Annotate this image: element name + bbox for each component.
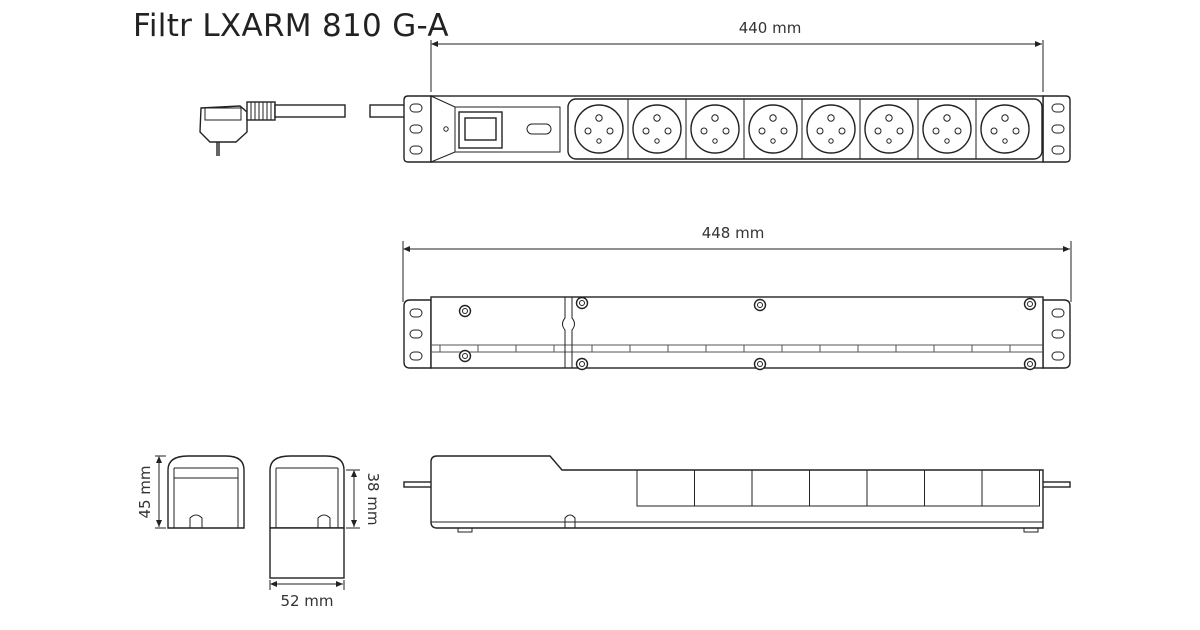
screw-6: [575, 357, 589, 371]
mounting-bracket-left: [403, 95, 432, 163]
socket-1: [574, 104, 624, 154]
dimension-label-448: 448 mm: [702, 224, 765, 242]
dimension-label-52: 52 mm: [280, 592, 333, 610]
front-view: 440 mm: [199, 19, 1071, 163]
socket-3: [685, 99, 740, 159]
socket-6: [859, 99, 914, 159]
side-socket-7: [981, 469, 1040, 507]
screw-1: [458, 304, 472, 318]
socket-4: [743, 99, 798, 159]
socket-5: [801, 99, 856, 159]
screw-2: [575, 296, 589, 310]
dimension-label-440: 440 mm: [739, 19, 802, 37]
side-view-left: 45 mm: [136, 455, 245, 529]
power-plug: [199, 101, 431, 156]
dimension-label-38: 38 mm: [364, 472, 382, 525]
socket-7: [917, 99, 972, 159]
dimension-label-45: 45 mm: [136, 465, 154, 518]
screw-5: [458, 349, 472, 363]
screw-4: [1023, 297, 1037, 311]
screw-7: [753, 357, 767, 371]
top-view: 448 mm: [402, 224, 1072, 371]
mounting-bracket-right: [1042, 95, 1071, 163]
page-title: Filtr LXARM 810 G-A: [133, 8, 449, 44]
screw-8: [1023, 357, 1037, 371]
socket-2: [627, 99, 682, 159]
top-panel: [430, 296, 1044, 369]
side-view-right: 38 mm 52 mm: [269, 455, 382, 610]
indicator-led: [526, 123, 552, 135]
side-long-view: [403, 455, 1071, 533]
screw-3: [753, 298, 767, 312]
socket-8: [975, 99, 1030, 159]
